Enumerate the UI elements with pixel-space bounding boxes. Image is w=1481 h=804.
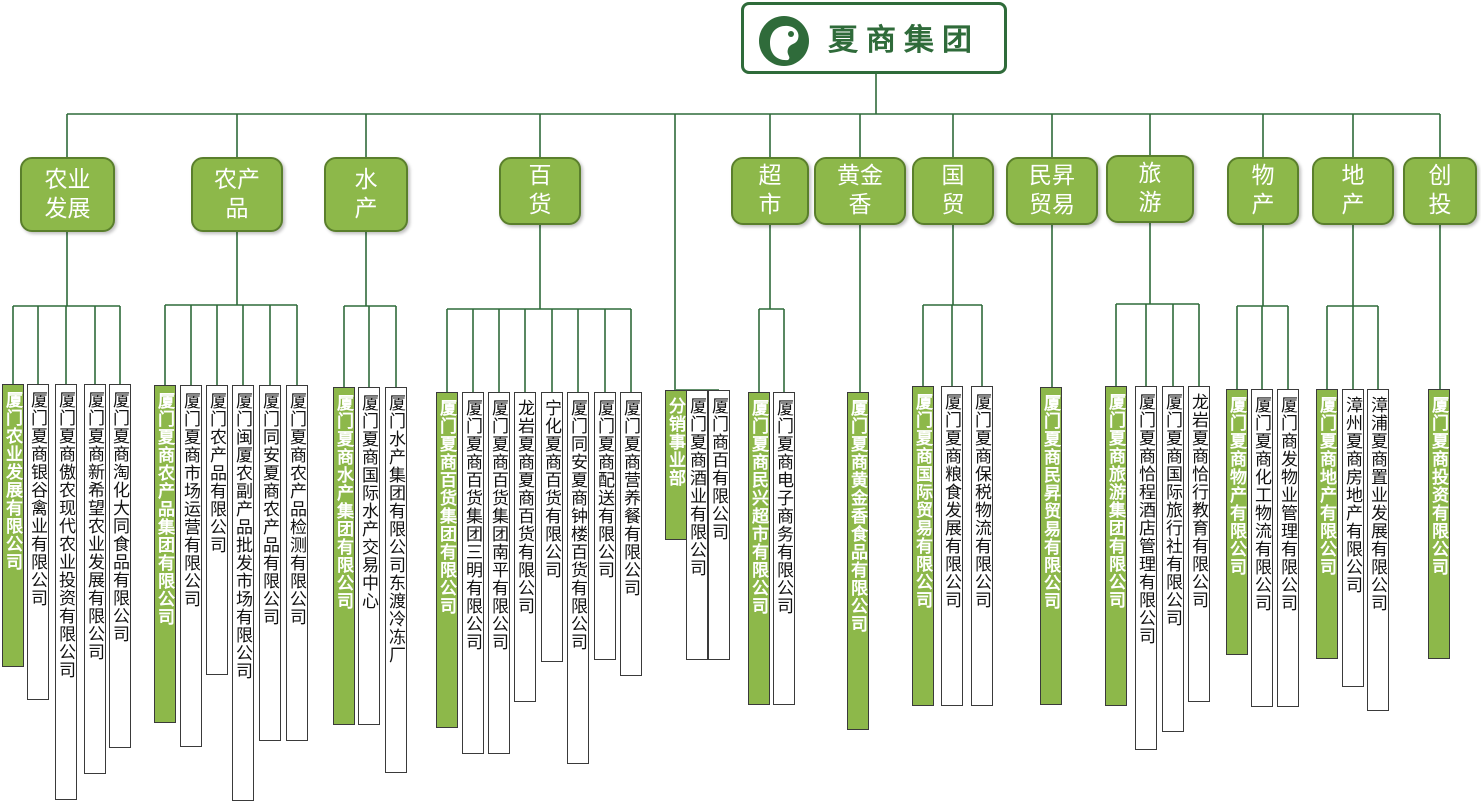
category-node: 物 产: [1227, 157, 1299, 225]
category-node: 百 货: [499, 157, 581, 225]
category-node: 旅 游: [1106, 155, 1194, 223]
company-box: 龙岩夏商恰行教育有限公司: [1188, 386, 1210, 702]
company-box: 厦门夏商百货集团三明有限公司: [462, 392, 484, 754]
lead-company-box: 厦门夏商民昇贸易有限公司: [1040, 387, 1062, 705]
category-label: 农产 品: [214, 166, 260, 222]
category-label: 创 投: [1428, 163, 1452, 218]
company-box: 厦门夏商恰程酒店管理有限公司: [1135, 386, 1157, 750]
lead-company-box: 厦门夏商民兴超市有限公司: [748, 392, 770, 705]
category-label: 黄金 香: [837, 163, 883, 218]
company-box: 漳浦夏商置业发展有限公司: [1367, 389, 1389, 711]
company-box: 厦门夏商百货集团南平有限公司: [488, 392, 510, 754]
lead-company-box: 厦门夏商百货集团有限公司: [436, 392, 458, 728]
lead-company-box: 厦门夏商旅游集团有限公司: [1105, 386, 1127, 706]
xiashang-logo-icon: [759, 16, 809, 66]
category-node: 水 产: [324, 157, 408, 232]
root-node: 夏商集团: [741, 2, 1007, 74]
company-box: 厦门闽厦农副产品批发市场有限公司: [232, 385, 254, 801]
category-node: 国 贸: [912, 157, 994, 225]
company-box: 厦门夏商化工物流有限公司: [1251, 389, 1273, 707]
category-label: 国 贸: [941, 163, 965, 218]
company-box: 厦门夏商粮食发展有限公司: [941, 386, 963, 706]
company-box: 厦门夏商保税物流有限公司: [971, 386, 993, 706]
company-box: 厦门商百有限公司: [708, 390, 730, 660]
category-label: 地 产: [1341, 163, 1365, 218]
company-box: 厦门夏商银谷禽业有限公司: [27, 384, 49, 700]
lead-company-box: 厦门夏商地产有限公司: [1316, 389, 1338, 659]
lead-company-box: 厦门夏商农产品集团有限公司: [154, 385, 176, 723]
company-box: 厦门夏商傲农现代农业投资有限公司: [55, 384, 77, 800]
company-box: 厦门夏商营养餐有限公司: [620, 392, 642, 676]
company-box: 厦门夏商国际旅行社有限公司: [1162, 386, 1184, 732]
company-box: 厦门夏商新希望农业发展有限公司: [84, 384, 106, 774]
company-box: 厦门同安夏商农产品有限公司: [259, 385, 281, 741]
category-node: 民昇 贸易: [1006, 157, 1098, 225]
category-node: 农业 发展: [20, 157, 115, 232]
company-box: 厦门夏商国际水产交易中心: [358, 387, 380, 725]
company-box: 宁化夏商百货有限公司: [541, 392, 563, 662]
category-node: 地 产: [1312, 157, 1394, 225]
lead-company-box: 厦门夏商投资有限公司: [1428, 389, 1450, 659]
company-box: 厦门水产集团有限公司东渡冷冻厂: [385, 387, 407, 773]
company-box: 龙岩夏商夏商百货有限公司: [514, 392, 536, 702]
lead-company-box: 厦门夏商物产有限公司: [1226, 389, 1248, 655]
category-label: 超 市: [758, 163, 782, 218]
lead-company-box: 厦门夏商黄金香食品有限公司: [847, 392, 869, 730]
company-box: 厦门夏商酒业有限公司: [686, 390, 708, 660]
category-node: 农产 品: [191, 157, 283, 232]
category-label: 旅 游: [1138, 161, 1162, 216]
lead-company-box: 分销事业部: [665, 390, 687, 540]
lead-company-box: 厦门农业发展有限公司: [2, 384, 24, 667]
company-box: 厦门夏商淘化大同食品有限公司: [109, 384, 131, 748]
lead-company-box: 厦门夏商水产集团有限公司: [333, 387, 355, 725]
company-box: 漳州夏商房地产有限公司: [1342, 389, 1364, 687]
lead-company-box: 厦门夏商国际贸易有限公司: [912, 386, 934, 706]
company-box: 厦门夏商农产品检测有限公司: [286, 385, 308, 741]
category-label: 民昇 贸易: [1029, 163, 1075, 218]
category-node: 创 投: [1403, 157, 1477, 225]
category-node: 超 市: [731, 157, 809, 225]
company-box: 厦门夏商配送有限公司: [594, 392, 616, 660]
company-box: 厦门夏商市场运营有限公司: [180, 385, 202, 747]
category-label: 农业 发展: [44, 166, 91, 222]
company-box: 厦门夏商电子商务有限公司: [773, 392, 795, 705]
company-box: 厦门商发物业管理有限公司: [1277, 389, 1299, 707]
category-label: 百 货: [528, 163, 552, 218]
company-box: 厦门农产品有限公司: [206, 385, 228, 675]
category-label: 物 产: [1251, 163, 1275, 218]
root-title: 夏商集团: [828, 23, 980, 58]
category-node: 黄金 香: [814, 157, 906, 225]
category-label: 水 产: [354, 166, 378, 222]
company-box: 厦门同安夏商钟楼百货有限公司: [567, 392, 589, 764]
